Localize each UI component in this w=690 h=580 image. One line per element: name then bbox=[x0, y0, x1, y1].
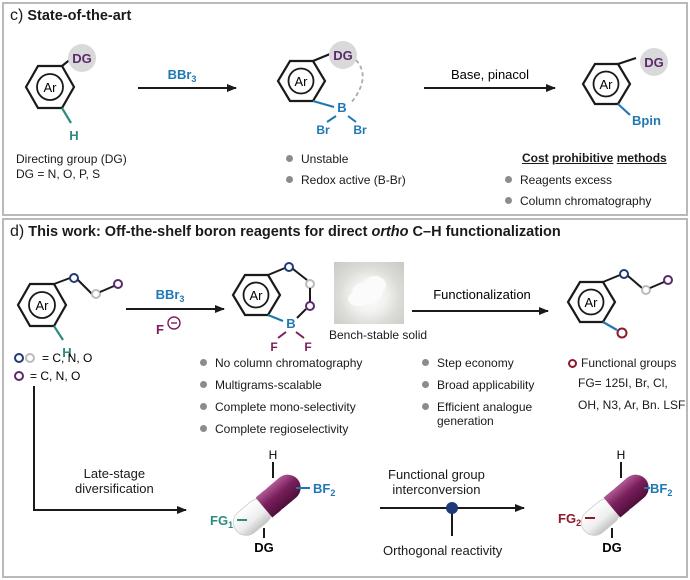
dg-circle-icon bbox=[68, 44, 96, 72]
cost-prohibitive-heading: Cost prohibitive methods bbox=[522, 151, 667, 165]
f-label-2: F bbox=[304, 340, 311, 354]
boron-label: B bbox=[286, 316, 295, 331]
dg-circle-icon bbox=[640, 48, 668, 76]
panel-c-intermediate: Ar DG B Br Br bbox=[276, 41, 367, 137]
benefit-step-economy: Step economy bbox=[422, 356, 514, 370]
panel-d-title-part1: This work: Off-the-shelf boron reagents … bbox=[28, 224, 372, 240]
capsule-right-dg: DG bbox=[602, 540, 622, 555]
legend-line2: = C, N, O bbox=[30, 369, 80, 383]
arrow-late-stage bbox=[33, 386, 187, 514]
con-reagents-excess: Reagents excess bbox=[505, 173, 612, 187]
panel-d-title: d) This work: Off-the-shelf boron reagen… bbox=[10, 223, 561, 241]
late-stage-line2: diversification bbox=[75, 481, 154, 496]
ar-label: Ar bbox=[295, 74, 309, 89]
heading-word-3: methods bbox=[616, 151, 667, 165]
legend-navy-circle-icon bbox=[14, 353, 24, 363]
dg-circle-icon bbox=[329, 41, 357, 69]
capsule-left: H BF2 FG1 DG bbox=[210, 448, 335, 555]
ar-label: Ar bbox=[585, 295, 599, 310]
benefit-generation: generation bbox=[437, 414, 494, 428]
fgi-line1: Functional group bbox=[388, 467, 485, 482]
capsule-right-bf2: BF2 bbox=[650, 481, 672, 498]
dg-definition-line2: DG = N, O, P, S bbox=[16, 167, 101, 181]
legend-purple-circle-icon bbox=[14, 371, 24, 381]
reagent-base-pinacol: Base, pinacol bbox=[451, 67, 529, 82]
dg-definition-line1: Directing group (DG) bbox=[16, 152, 127, 166]
panel-d-substrate: Ar H bbox=[16, 273, 123, 360]
benefit-broad-applicability: Broad applicability bbox=[422, 378, 534, 392]
fg-heading-text: Functional groups bbox=[581, 356, 677, 370]
fg-list-line2: OH, N3, Ar, Bn. LSF bbox=[578, 398, 686, 412]
capsule-left-dg: DG bbox=[254, 540, 274, 555]
capsule-right-fg: FG2 bbox=[558, 511, 581, 528]
capsule-left-h: H bbox=[269, 448, 278, 462]
late-stage-label: Late-stage diversification bbox=[75, 466, 154, 496]
minus-charge-icon bbox=[167, 316, 181, 330]
benefit-multigram: Multigrams-scalable bbox=[200, 378, 322, 392]
dg-label: DG bbox=[333, 48, 353, 63]
legend-line1: = C, N, O bbox=[42, 351, 92, 365]
fg-list-line1: FG= 125I, Br, Cl, bbox=[578, 376, 668, 390]
reagent-bbr3-d: BBr3 bbox=[156, 287, 185, 304]
br-label-2: Br bbox=[353, 123, 367, 137]
fg-circle-icon bbox=[568, 359, 577, 368]
legend-grey-circle-icon bbox=[25, 353, 35, 363]
panel-c-title: c) State-of-the-art bbox=[10, 7, 131, 25]
h-label: H bbox=[69, 128, 78, 143]
panel-d-title-italic: ortho bbox=[371, 224, 409, 240]
ar-label: Ar bbox=[36, 298, 50, 313]
benefit-mono-selectivity: Complete mono-selectivity bbox=[200, 400, 356, 414]
benefit-efficient-analogue: Efficient analogue bbox=[422, 400, 532, 414]
h-label: H bbox=[62, 345, 71, 360]
panel-d-bf2-complex: Ar B F F bbox=[231, 262, 315, 354]
reagent-bbr3: BBr3 bbox=[168, 67, 197, 84]
fgi-label: Functional group interconversion bbox=[388, 467, 485, 497]
br-label-1: Br bbox=[316, 123, 330, 137]
panel-d-title-part2: C–H functionalization bbox=[408, 224, 561, 240]
benefit-no-column: No column chromatography bbox=[200, 356, 362, 370]
reagent-fluoride: F bbox=[156, 322, 164, 337]
dg-label: DG bbox=[644, 55, 664, 70]
panel-c-title-text: State-of-the-art bbox=[27, 8, 132, 24]
photo-caption: Bench-stable solid bbox=[329, 328, 428, 342]
fg-heading: Functional groups bbox=[568, 356, 676, 370]
panel-c-product: Ar DG Bpin bbox=[581, 48, 668, 128]
panel-d-letter: d) bbox=[10, 223, 25, 240]
bpin-label: Bpin bbox=[632, 113, 661, 128]
capsule-left-bf2: BF2 bbox=[313, 481, 335, 498]
capsule-left-fg: FG1 bbox=[210, 513, 233, 530]
reagent-functionalization: Functionalization bbox=[433, 287, 531, 302]
ar-label: Ar bbox=[250, 288, 264, 303]
node-icon bbox=[446, 502, 458, 514]
heading-word-2: prohibitive bbox=[552, 151, 614, 165]
heading-word-1: Cost bbox=[522, 151, 549, 165]
panel-d-product: Ar bbox=[566, 269, 673, 339]
boron-label: B bbox=[337, 100, 346, 115]
f-label-1: F bbox=[270, 340, 277, 354]
panel-c-substrate: Ar DG H bbox=[24, 44, 96, 143]
ar-label: Ar bbox=[44, 80, 58, 95]
con-unstable: Unstable bbox=[286, 152, 348, 166]
ar-label: Ar bbox=[600, 77, 614, 92]
capsule-right: H BF2 FG2 DG bbox=[558, 448, 672, 555]
panel-c-letter: c) bbox=[10, 7, 24, 24]
dg-label: DG bbox=[72, 51, 92, 66]
orthogonal-label: Orthogonal reactivity bbox=[383, 543, 503, 558]
con-redox-active: Redox active (B-Br) bbox=[286, 173, 406, 187]
con-column-chromatography: Column chromatography bbox=[505, 194, 651, 208]
benefit-regioselectivity: Complete regioselectivity bbox=[200, 422, 348, 436]
capsule-right-h: H bbox=[617, 448, 626, 462]
bench-stable-solid-photo bbox=[334, 262, 404, 324]
fgi-line2: interconversion bbox=[392, 482, 481, 497]
late-stage-line1: Late-stage bbox=[83, 466, 146, 481]
